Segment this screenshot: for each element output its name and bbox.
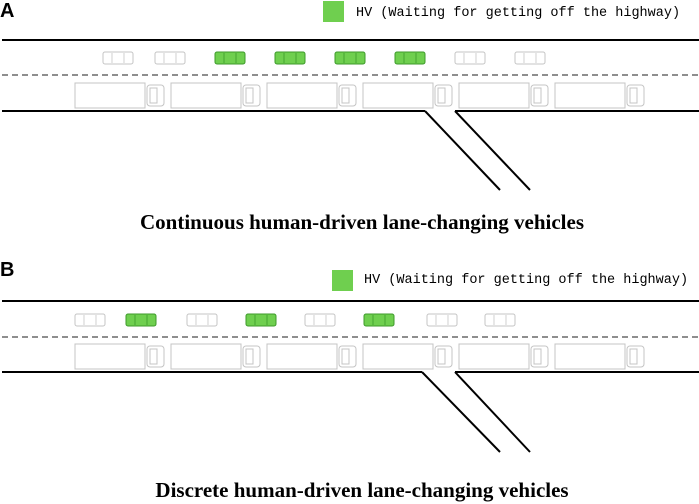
truck-vehicle <box>458 82 549 109</box>
truck-vehicle <box>74 343 165 370</box>
panel-a-letter: A <box>0 0 14 22</box>
bottom-lane-trucks <box>74 82 645 109</box>
hv-vehicle <box>394 51 426 65</box>
truck-vehicle <box>362 82 453 109</box>
hv-legend-swatch <box>332 270 353 291</box>
truck-vehicle <box>266 343 357 370</box>
panel-b-caption: Discrete human-driven lane-changing vehi… <box>155 478 568 502</box>
off-ramp-edge <box>454 110 531 191</box>
car-vehicle <box>102 51 134 65</box>
hv-vehicle <box>214 51 246 65</box>
off-ramp-edge <box>454 371 531 453</box>
car-vehicle <box>154 51 186 65</box>
truck-vehicle <box>554 343 645 370</box>
truck-vehicle <box>170 343 261 370</box>
car-vehicle <box>74 313 106 327</box>
hv-vehicle <box>334 51 366 65</box>
panel-b: B HV (Waiting for getting off the highwa… <box>0 259 699 502</box>
top-lane-vehicles <box>102 51 546 65</box>
hv-legend-label: HV (Waiting for getting off the highway) <box>364 273 688 288</box>
off-ramp-edge <box>424 110 501 191</box>
panel-a: A HV (Waiting for getting off the highwa… <box>0 0 699 234</box>
car-vehicle <box>426 313 458 327</box>
panel-a-caption: Continuous human-driven lane-changing ve… <box>140 210 584 234</box>
truck-vehicle <box>170 82 261 109</box>
hv-vehicle <box>245 313 277 327</box>
car-vehicle <box>186 313 218 327</box>
panel-b-letter: B <box>0 259 14 281</box>
hv-vehicle <box>125 313 157 327</box>
car-vehicle <box>454 51 486 65</box>
truck-vehicle <box>74 82 165 109</box>
truck-vehicle <box>458 343 549 370</box>
truck-vehicle <box>362 343 453 370</box>
car-vehicle <box>484 313 516 327</box>
car-vehicle <box>514 51 546 65</box>
off-ramp-edge <box>421 371 501 453</box>
hv-legend-label: HV (Waiting for getting off the highway) <box>356 6 680 21</box>
hv-vehicle <box>363 313 395 327</box>
hv-legend-swatch <box>323 1 344 22</box>
top-lane-vehicles <box>74 313 516 327</box>
truck-vehicle <box>554 82 645 109</box>
bottom-lane-trucks <box>74 343 645 370</box>
hv-vehicle <box>274 51 306 65</box>
car-vehicle <box>304 313 336 327</box>
truck-vehicle <box>266 82 357 109</box>
